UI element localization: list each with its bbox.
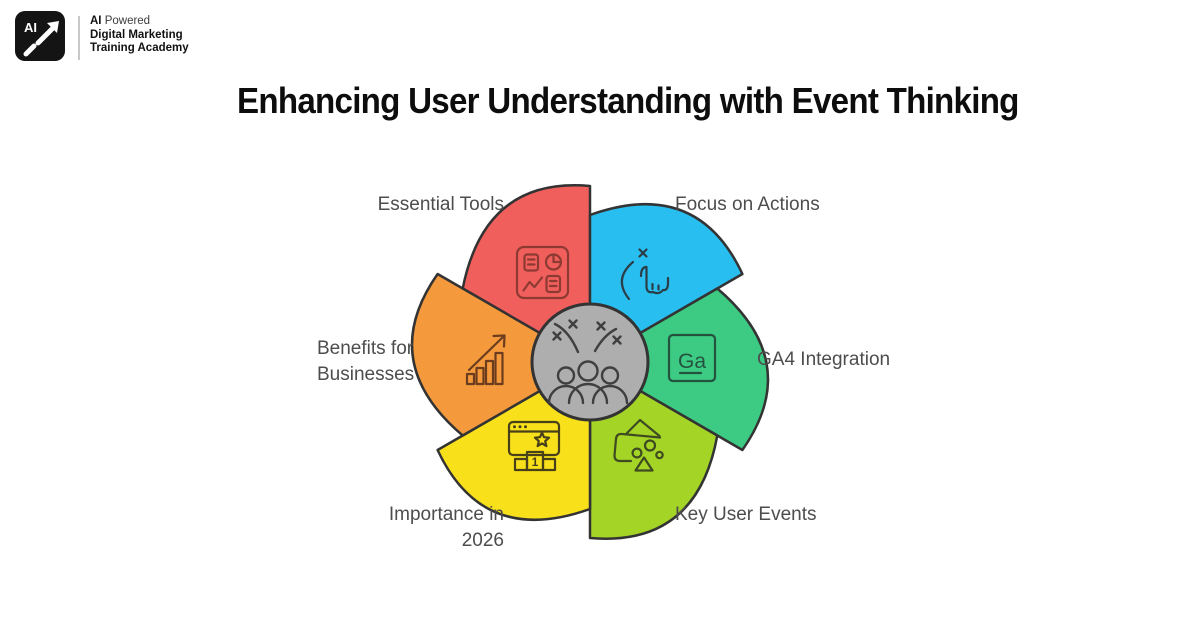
page-title: Enhancing User Understanding with Event … <box>236 80 1019 121</box>
label-key-user-events: Key User Events <box>675 504 817 525</box>
label-importance-in-2026: Importance in 2026 <box>388 504 504 551</box>
growth-chart-icon <box>465 334 506 386</box>
celebration-crowd-icon <box>547 319 629 405</box>
label-benefits-for-businesses: Benefits for Businesses <box>317 338 415 385</box>
logo-line2: Digital Marketing <box>90 28 183 41</box>
ga-badge-text: Ga <box>678 350 706 373</box>
logo-divider <box>78 16 80 60</box>
brand-logo: AI AI Powered Digital Marketing Training… <box>14 10 314 70</box>
petal-benefits-for-businesses <box>410 272 592 437</box>
tap-gesture-icon <box>620 248 670 301</box>
ai-logo-badge: AI <box>15 11 65 61</box>
logo-line3: Training Academy <box>90 42 189 54</box>
growth-arrow-icon <box>23 21 59 57</box>
logo-badge-text: AI <box>24 20 37 35</box>
podium-rank-text: 1 <box>532 455 539 469</box>
dashboard-icon <box>515 245 570 300</box>
petal-ga4-integration <box>588 287 770 452</box>
page-title-wrap: Enhancing User Understanding with Event … <box>55 80 1200 122</box>
ga4-badge-icon: Ga <box>667 333 717 383</box>
logo-line1: AI Powered <box>90 15 151 27</box>
label-essential-tools: Essential Tools <box>377 194 504 215</box>
logo-text: AI Powered Digital Marketing Training Ac… <box>90 15 189 56</box>
label-focus-on-actions: Focus on Actions <box>675 194 820 215</box>
basket-items-icon <box>613 418 664 472</box>
ranking-podium-icon: 1 <box>507 420 561 472</box>
label-ga4-integration: GA4 Integration <box>757 349 891 370</box>
